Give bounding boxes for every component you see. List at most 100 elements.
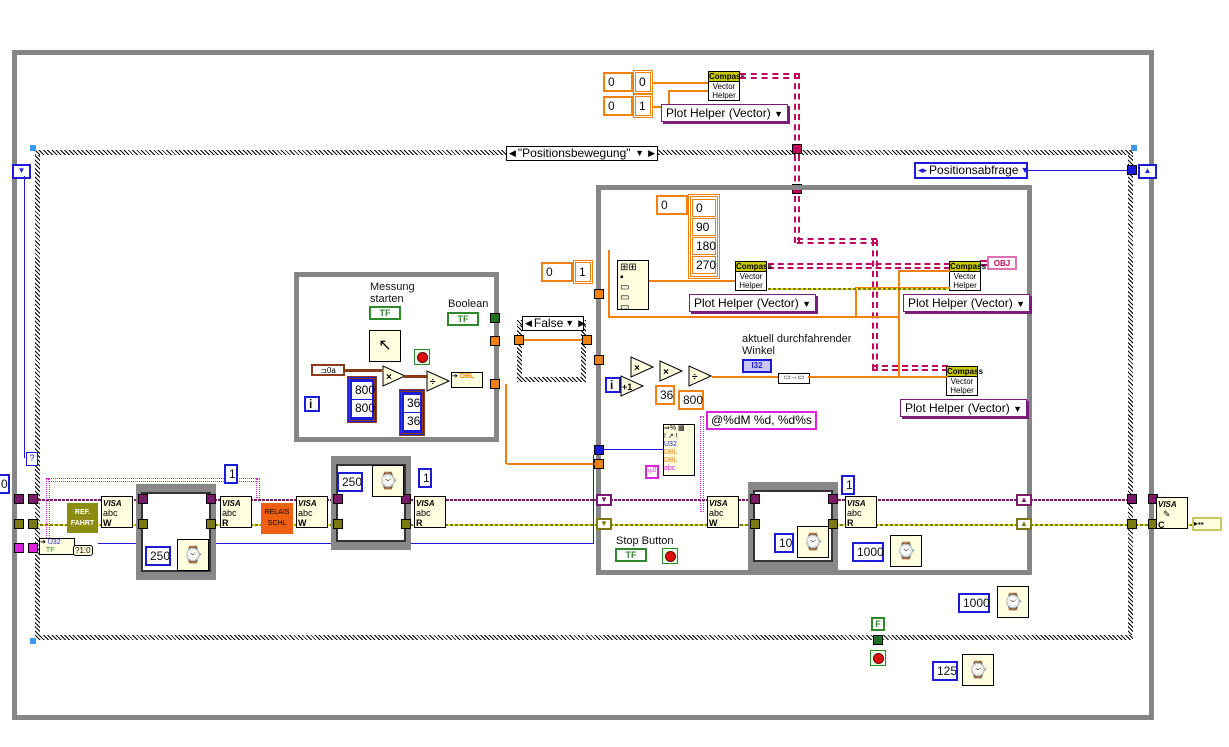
array-element[interactable]: 36 bbox=[404, 395, 420, 412]
multiply-node-3[interactable]: × bbox=[659, 360, 683, 382]
build-cluster-array-node[interactable]: ⊞⊞▪▭▭▭ bbox=[617, 260, 649, 313]
relais-schl-subvi[interactable]: RELAIS SCHL bbox=[261, 503, 293, 534]
shift-register-visa-right[interactable]: ▲ bbox=[1016, 494, 1032, 506]
array-index-angles[interactable]: 0 bbox=[656, 195, 688, 215]
plot-helper-dropdown-mid[interactable]: Plot Helper (Vector) ▼ bbox=[689, 294, 816, 312]
inner-while-loop[interactable] bbox=[596, 185, 1032, 575]
shift-register-error-left[interactable]: ▼ bbox=[596, 518, 612, 530]
array-element[interactable]: 90 bbox=[692, 218, 716, 236]
shift-register-visa-left[interactable]: ▼ bbox=[596, 494, 612, 506]
divide-node-2[interactable]: ÷ bbox=[688, 365, 712, 387]
array-multiply-800[interactable]: 800 800 bbox=[347, 376, 377, 423]
array-element[interactable]: 36 bbox=[404, 413, 420, 430]
plot-helper-dropdown-top[interactable]: Plot Helper (Vector) ▼ bbox=[661, 104, 788, 122]
const-800[interactable]: 800 bbox=[678, 390, 704, 410]
shift-register-error-right[interactable]: ▲ bbox=[1016, 518, 1032, 530]
shift-register-left-blue[interactable]: ▼ bbox=[12, 164, 31, 179]
array-element[interactable]: 0 bbox=[637, 74, 649, 90]
array-element[interactable]: 0 bbox=[692, 199, 716, 217]
wait-250-a-constant[interactable]: 250 bbox=[145, 546, 171, 566]
array-element[interactable]: 800 bbox=[352, 400, 375, 417]
chevron-down-icon[interactable]: ▼ bbox=[565, 318, 575, 328]
next-case-icon[interactable]: ▶ bbox=[648, 148, 655, 158]
array-element[interactable]: 800 bbox=[352, 382, 375, 399]
outer-while-loop[interactable] bbox=[12, 50, 1154, 720]
case-selector-false[interactable]: ◀ False ▼ ▶ bbox=[522, 316, 586, 331]
to-variant-node[interactable]: ▭→▭ bbox=[778, 373, 810, 384]
wait-ms-icon[interactable]: ⌚ bbox=[372, 465, 404, 497]
compass-vector-helper-bottom[interactable]: Compass Vector Helper bbox=[946, 366, 983, 396]
next-case-icon[interactable]: ▶ bbox=[578, 318, 586, 328]
array-top-1[interactable]: 0 bbox=[633, 70, 653, 94]
visa-count-2[interactable]: 1 bbox=[418, 468, 432, 488]
measurement-while-loop[interactable] bbox=[294, 272, 499, 442]
bool-to-int-node[interactable]: ?1:0 bbox=[73, 545, 93, 556]
prev-case-icon[interactable]: ◀ bbox=[525, 318, 532, 328]
compass-vector-helper-top[interactable]: Compass Vector Helper bbox=[708, 71, 745, 101]
wait-1000-b-constant[interactable]: 1000 bbox=[958, 593, 990, 613]
chevron-down-icon[interactable]: ▼ bbox=[635, 148, 645, 158]
chevron-down-icon[interactable]: ▼ bbox=[1016, 299, 1025, 309]
array-element[interactable]: 1 bbox=[577, 264, 589, 280]
boolean-control[interactable]: TF bbox=[447, 312, 479, 326]
wait-250-b-constant[interactable]: 250 bbox=[337, 472, 363, 492]
wait-10-constant[interactable]: 10 bbox=[774, 533, 794, 553]
array-element[interactable]: 270 bbox=[692, 256, 716, 274]
divide-node[interactable]: ÷ bbox=[426, 370, 450, 392]
visa-count-1[interactable]: 1 bbox=[224, 464, 238, 484]
array-index-mid[interactable]: 0 bbox=[541, 262, 573, 282]
wait-ms-icon[interactable]: ⌚ bbox=[797, 526, 829, 558]
enum-positionsabfrage[interactable]: ◂▸ Positionsabfrage ▼ bbox=[914, 162, 1030, 179]
wait-ms-icon[interactable]: ⌚ bbox=[177, 539, 209, 571]
wire bbox=[404, 375, 428, 378]
array-top-2[interactable]: 1 bbox=[633, 94, 653, 118]
chevron-down-icon[interactable]: ▼ bbox=[1020, 165, 1030, 175]
chevron-down-icon[interactable]: ▼ bbox=[802, 299, 811, 309]
const-36[interactable]: 36 bbox=[655, 385, 675, 405]
visa-count-3[interactable]: 1 bbox=[841, 475, 855, 495]
array-divide-36[interactable]: 36 36 bbox=[399, 389, 425, 436]
wait-125-constant[interactable]: 125 bbox=[932, 661, 958, 681]
chevron-down-icon[interactable]: ▼ bbox=[774, 109, 783, 119]
compass-vector-helper-mid[interactable]: Compass Vector Helper bbox=[735, 261, 772, 291]
false-constant[interactable]: F bbox=[871, 617, 885, 631]
plot-helper-dropdown-bottom[interactable]: Plot Helper (Vector) ▼ bbox=[900, 399, 1027, 417]
wait-ms-icon[interactable]: ⌚ bbox=[997, 586, 1029, 618]
stop-button-control[interactable]: TF bbox=[615, 548, 647, 562]
array-element[interactable]: 180 bbox=[692, 237, 716, 255]
boolean-to-numeric-node[interactable]: ⊐0a bbox=[311, 364, 345, 376]
array-element[interactable]: 1 bbox=[637, 98, 649, 114]
array-index-top-1[interactable]: 0 bbox=[603, 72, 633, 92]
wait-ms-icon[interactable]: ⌚ bbox=[962, 654, 994, 686]
format-string-constant[interactable]: @%dM %d, %d%s bbox=[706, 411, 817, 430]
left-edge-numeric[interactable]: 0 bbox=[0, 474, 10, 494]
messung-starten-control[interactable]: TF bbox=[369, 306, 401, 320]
shift-register-right-blue[interactable]: ▲ bbox=[1138, 164, 1157, 179]
array-angles[interactable]: 0 90 180 270 bbox=[688, 194, 720, 279]
multiply-node[interactable]: × bbox=[382, 365, 406, 387]
plot-helper-dropdown-right[interactable]: Plot Helper (Vector) ▼ bbox=[903, 294, 1030, 312]
chevron-down-icon[interactable]: ▼ bbox=[1013, 404, 1022, 414]
array-mid[interactable]: 1 bbox=[573, 260, 593, 284]
u32-to-bool-node[interactable]: ➔ U32 TF bbox=[39, 538, 75, 555]
prev-case-icon[interactable]: ◀ bbox=[509, 148, 516, 158]
array-index-top-2[interactable]: 0 bbox=[603, 96, 633, 116]
line-feed-constant[interactable]: ⏎ bbox=[645, 465, 659, 479]
case-selector-positionsbewegung[interactable]: ◀ "Positionsbewegung" ▼ ▶ bbox=[506, 146, 658, 161]
increment-node[interactable]: +1 bbox=[620, 375, 644, 397]
wait-ms-icon[interactable]: ⌚ bbox=[890, 535, 922, 567]
ref-fahrt-subvi[interactable]: REF. FAHRT bbox=[67, 503, 98, 533]
multiply-node-2[interactable]: × bbox=[630, 356, 654, 378]
bundle-dbl-node[interactable]: ➔ DBL bbox=[451, 372, 483, 388]
compass-vector-helper-right[interactable]: Compass Vector Helper bbox=[949, 261, 986, 291]
visa-close[interactable]: VISA ✎C bbox=[1156, 497, 1188, 530]
wait-1000-a-constant[interactable]: 1000 bbox=[852, 542, 884, 562]
event-wait-node[interactable]: ↖ bbox=[369, 330, 401, 362]
